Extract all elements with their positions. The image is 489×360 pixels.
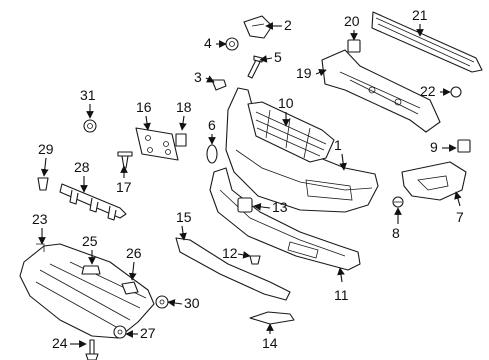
bolt-24 [85,339,99,360]
callout-2: 2 [284,17,292,33]
callout-21: 21 [412,7,428,23]
ring [206,144,218,164]
splash-shield [19,243,155,339]
callout-19: 19 [296,65,312,81]
clip-3 [211,79,227,91]
nut-30 [155,295,169,309]
callout-15: 15 [176,209,192,225]
pin-17 [117,151,133,169]
callout-31: 31 [80,87,96,103]
callout-1: 1 [334,137,342,153]
deflector-strip [175,237,291,301]
grille [247,101,335,163]
small-bracket [243,15,273,39]
callout-16: 16 [136,99,152,115]
screw-5 [247,55,263,79]
callout-14: 14 [262,335,278,351]
callout-4: 4 [204,35,212,51]
callout-5: 5 [274,49,282,65]
callout-8: 8 [392,225,400,241]
license-bracket [135,127,179,161]
bumper-cover [225,87,379,213]
callout-26: 26 [126,245,142,261]
callout-10: 10 [278,95,294,111]
callout-23: 23 [32,211,48,227]
ring-31 [83,119,97,133]
callout-17: 17 [116,179,132,195]
grommet [225,37,239,51]
clip-25 [81,265,101,275]
callout-29: 29 [38,141,54,157]
mounting-rail [59,183,127,221]
nut-27 [113,325,127,339]
callout-25: 25 [82,233,98,249]
callout-9: 9 [430,139,438,155]
callout-12: 12 [222,245,238,261]
clip-20 [347,39,361,53]
trim-piece [249,311,295,325]
clip-26 [121,281,139,295]
reinforcement-bracket [321,49,441,133]
bolt-29 [37,177,49,191]
clip-18 [175,133,187,147]
screw-12 [249,255,261,265]
screw-8 [392,196,404,208]
callout-24: 24 [52,335,68,351]
callout-13: 13 [272,199,288,215]
leader-arrows [38,22,462,348]
callout-30: 30 [184,295,200,311]
callout-18: 18 [176,99,192,115]
callout-6: 6 [208,117,216,133]
clip-nut-9 [457,139,471,153]
callout-22: 22 [420,83,436,99]
callout-7: 7 [456,209,464,225]
fog-lamp-bezel [401,161,467,201]
callout-3: 3 [194,69,202,85]
callout-11: 11 [334,287,349,303]
callout-27: 27 [140,325,156,341]
bolt-22 [450,86,462,98]
callout-20: 20 [344,13,360,29]
clip-13 [237,197,253,213]
impact-bar [371,11,483,73]
lower-valance [209,167,361,271]
callout-28: 28 [74,159,90,175]
